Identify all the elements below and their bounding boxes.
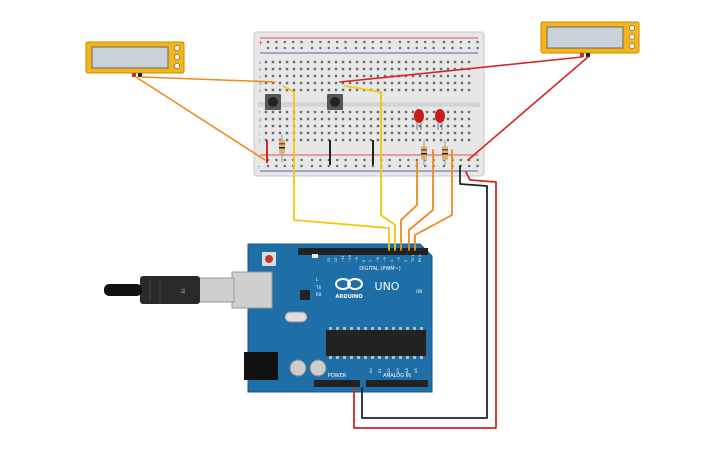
- dial-r-icon-2: [629, 43, 635, 49]
- wire-yellow-1[interactable]: [282, 85, 390, 251]
- arduino-model: UNO: [375, 280, 400, 293]
- analog-header: [366, 380, 428, 387]
- digital-pin-label: 8: [362, 260, 366, 262]
- digital-pin-label: 4: [390, 260, 394, 262]
- digital-pin-label: 2: [404, 260, 408, 262]
- resistor-3[interactable]: [442, 140, 448, 165]
- analog-label: ANALOG IN: [383, 373, 411, 379]
- rx-label: RX: [316, 292, 322, 297]
- dial-v-icon-2: [629, 34, 635, 40]
- row-letter: h: [259, 124, 262, 129]
- pushbutton-2[interactable]: [327, 94, 343, 110]
- wire-gnd[interactable]: [361, 165, 488, 419]
- dial-v-icon: [174, 54, 180, 60]
- wire-5v[interactable]: [353, 171, 497, 429]
- digital-pin-label: RX 0: [418, 255, 422, 262]
- digital-pin-label: ~9: [355, 257, 359, 262]
- arduino-logo-icon: [335, 278, 363, 290]
- power-label: POWER: [328, 373, 347, 379]
- analog-pin-label: A0: [369, 368, 373, 373]
- row-letter: j: [258, 138, 260, 143]
- analog-pin-label: A1: [378, 368, 382, 373]
- l-label: L: [316, 277, 319, 282]
- wire-orange-3[interactable]: [414, 149, 453, 251]
- on-label: ON: [416, 289, 422, 294]
- wire-multimeter-left-2[interactable]: [141, 76, 276, 83]
- digital-pin-label: ~5: [383, 257, 387, 262]
- dial-r-icon: [174, 63, 180, 69]
- tx-label: TX: [315, 285, 321, 290]
- digital-header: [298, 248, 428, 255]
- arduino-brand: ARDUINO: [335, 294, 363, 300]
- usb-cable: ⇶: [104, 276, 235, 304]
- row-letter: c: [259, 74, 261, 79]
- row-letter: g: [259, 117, 262, 122]
- digital-pin-label: 13: [327, 258, 331, 262]
- wire-multimeter-right-2[interactable]: [467, 56, 589, 161]
- wire-multimeter-right-1[interactable]: [339, 56, 583, 83]
- multimeter-left[interactable]: [85, 41, 185, 77]
- arduino-uno-board[interactable]: ARDUINO UNO DIGITAL (PWM~) POWER ANALOG …: [231, 243, 433, 393]
- row-letter: d: [259, 81, 262, 86]
- dial-a-icon: [174, 45, 180, 51]
- analog-pin-label: A2: [387, 368, 391, 373]
- wire-orange-2[interactable]: [408, 149, 434, 251]
- rail-plus-label: +: [258, 40, 263, 47]
- digital-pin-label: ~6: [376, 257, 380, 262]
- digital-pin-label: ~3: [397, 257, 401, 262]
- led-2[interactable]: [435, 109, 445, 130]
- row-letter: f: [259, 110, 261, 115]
- wire-multimeter-left-1[interactable]: [135, 76, 266, 161]
- resistor-2[interactable]: [421, 140, 427, 165]
- row-letter: i: [259, 131, 260, 136]
- multimeter-right[interactable]: [540, 21, 640, 57]
- usb-port: [231, 271, 273, 309]
- digital-pin-label: 7: [369, 260, 373, 262]
- analog-pin-label: A5: [414, 368, 418, 373]
- digital-pin-label: TX 1: [411, 255, 415, 263]
- pushbutton-1[interactable]: [265, 94, 281, 110]
- analog-pin-label: A3: [396, 368, 400, 373]
- digital-pin-label: ~11: [341, 255, 345, 262]
- usb-symbol-icon: ⇶: [180, 288, 185, 295]
- dial-a-icon-2: [629, 25, 635, 31]
- led-1[interactable]: [414, 109, 424, 130]
- wire-yellow-2[interactable]: [344, 85, 396, 251]
- row-letter: a: [259, 60, 262, 65]
- digital-pin-label: ~10: [348, 255, 352, 262]
- power-jack: [244, 352, 278, 380]
- power-header: [314, 380, 360, 387]
- rail-minus-label: -: [258, 163, 260, 170]
- microcontroller-chip: [326, 330, 426, 356]
- digital-pin-label: 12: [334, 258, 338, 262]
- row-letter: e: [259, 88, 262, 93]
- resistor-1[interactable]: [279, 135, 285, 162]
- analog-pin-label: A4: [405, 368, 409, 373]
- wire-orange-1[interactable]: [400, 161, 418, 251]
- row-letter: b: [259, 67, 262, 72]
- digital-label: DIGITAL (PWM~): [359, 266, 401, 272]
